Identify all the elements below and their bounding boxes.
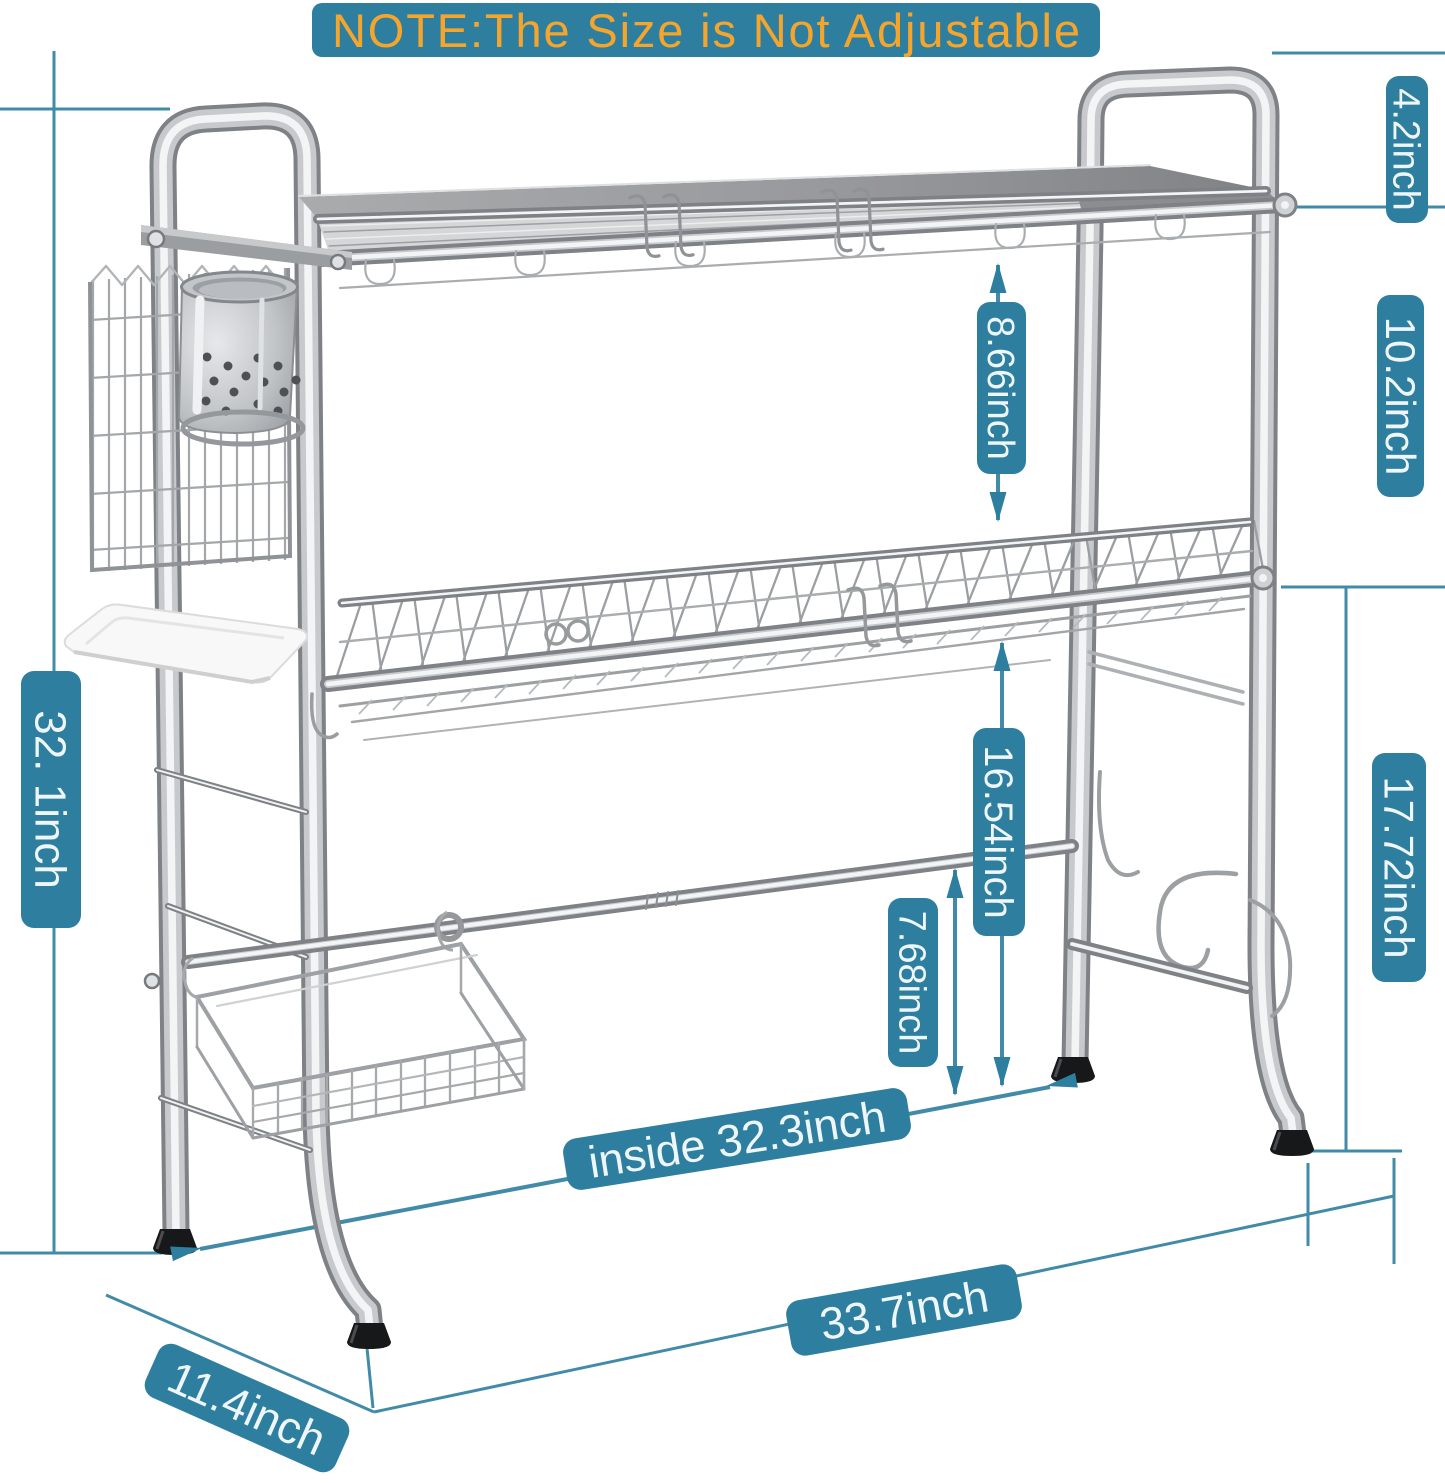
svg-text:17.72inch: 17.72inch [1375, 776, 1422, 958]
svg-text:10.2inch: 10.2inch [1377, 317, 1424, 476]
svg-text:8.66inch: 8.66inch [979, 316, 1021, 460]
svg-text:7.68inch: 7.68inch [891, 911, 933, 1055]
svg-text:32. 1inch: 32. 1inch [26, 710, 75, 889]
svg-text:16.54inch: 16.54inch [976, 745, 1020, 918]
svg-text:4.2inch: 4.2inch [1385, 88, 1427, 211]
svg-text:NOTE:The Size is Not Adjustabl: NOTE:The Size is Not Adjustable [332, 4, 1080, 57]
